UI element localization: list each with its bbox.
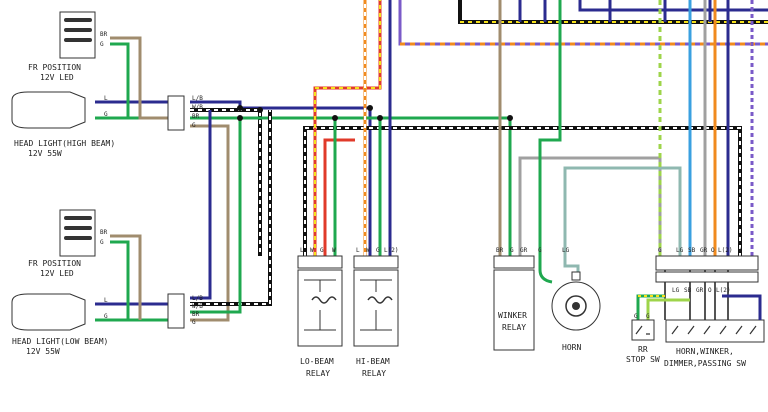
wire-code: L/B (192, 295, 203, 302)
winker-relay: BR G GR WINKER RELAY (493, 247, 535, 351)
wire-code: LG (562, 247, 570, 254)
connector-lower: L/B W/B BR G (167, 293, 203, 329)
head-light-high: L G HEAD LIGHT(HIGH BEAM) 12V 55W (11, 91, 115, 158)
wire-code: W/B (192, 104, 203, 111)
component-label: 12V LED (40, 269, 74, 278)
component-label: WINKER (498, 311, 527, 320)
wire-code: L (104, 95, 108, 102)
wire-code: G (658, 247, 662, 254)
wire-code: GR (700, 247, 708, 254)
switch-connector-top: G LG SB GR O L(2) V LG SB GR O L(2) (655, 247, 759, 294)
wire-code: GR (696, 287, 704, 294)
component-label: STOP SW (626, 355, 660, 364)
led-icon (59, 11, 96, 59)
component-label: FR POSITION (28, 63, 81, 72)
lo-beam-relay: L W G W LO-BEAM RELAY (297, 247, 343, 378)
wire-code: G (634, 313, 638, 320)
wire-code: G (538, 247, 542, 254)
component-label: DIMMER,PASSING SW (664, 359, 746, 368)
wire-code: SB (684, 287, 692, 294)
wire-code: BR (496, 247, 504, 254)
wire-code: V (738, 247, 742, 254)
wire-code: L (300, 247, 304, 254)
wire-code: G (104, 313, 108, 320)
head-light-low: L G HEAD LIGHT(LOW BEAM) 12V 55W (11, 293, 108, 356)
wire-code: G (104, 111, 108, 118)
wire-code: G (192, 122, 196, 129)
component-label: LO-BEAM (300, 357, 334, 366)
switch-icon (671, 325, 757, 335)
rr-stop-switch: G G RR STOP SW (626, 313, 660, 364)
wire-code: L (104, 297, 108, 304)
handlebar-switch: HORN,WINKER, DIMMER,PASSING SW (664, 294, 765, 368)
component-label: HORN,WINKER, (676, 347, 734, 356)
hi-beam-relay: L W G L(2) HI-BEAM RELAY (353, 247, 399, 378)
wire-code: G (510, 247, 514, 254)
wire-code: BR (100, 229, 108, 236)
component-label: HI-BEAM (356, 357, 390, 366)
wire-code: O (711, 247, 715, 254)
wire-code: G (646, 313, 650, 320)
wire-code: LG (676, 247, 684, 254)
wire-code: L(2) (384, 247, 398, 254)
component-label: 12V 55W (28, 149, 62, 158)
wire-code: L(2) (716, 287, 730, 294)
wire-code: O (708, 287, 712, 294)
wire-code: G (376, 247, 380, 254)
wire-code: GR (520, 247, 528, 254)
wire-code: W/B (192, 303, 203, 310)
wiring (95, 0, 768, 340)
wire-code: W (332, 247, 336, 254)
component-label: 12V 55W (26, 347, 60, 356)
wire-code: L(2) (718, 247, 732, 254)
wire-code: L (356, 247, 360, 254)
horn: G LG HORN (538, 247, 601, 352)
wire-code: BR (100, 31, 108, 38)
component-label: HEAD LIGHT(LOW BEAM) (12, 337, 108, 346)
component-label: HEAD LIGHT(HIGH BEAM) (14, 139, 115, 148)
wire-code: L/B (192, 95, 203, 102)
component-label: RR (638, 345, 648, 354)
horn-icon (551, 271, 601, 331)
relay-coil-icon (367, 296, 393, 304)
led-icon (59, 209, 96, 257)
relay-coil-icon (311, 296, 337, 304)
wire-code: G (192, 319, 196, 326)
wire-code: LG (672, 287, 680, 294)
wire-code: G (320, 247, 324, 254)
wire-code: G (100, 41, 104, 48)
bulb-icon (11, 91, 86, 129)
wire-code: BR (192, 113, 200, 120)
wire-code: G (100, 239, 104, 246)
component-label: RELAY (362, 369, 386, 378)
component-label: HORN (562, 343, 581, 352)
component-label: 12V LED (40, 73, 74, 82)
fr-position-bottom: BR G FR POSITION 12V LED (28, 209, 108, 278)
wire-code: SB (688, 247, 696, 254)
component-label: RELAY (306, 369, 330, 378)
fr-position-top: BR G FR POSITION 12V LED (28, 11, 108, 82)
wire-code: BR (192, 311, 200, 318)
connector-upper: L/B W/B BR G (167, 95, 203, 131)
bulb-icon (11, 293, 86, 331)
wire-code: W (366, 247, 370, 254)
component-label: RELAY (502, 323, 526, 332)
switch-icon (635, 325, 650, 335)
wire-code: W (310, 247, 314, 254)
component-label: FR POSITION (28, 259, 81, 268)
